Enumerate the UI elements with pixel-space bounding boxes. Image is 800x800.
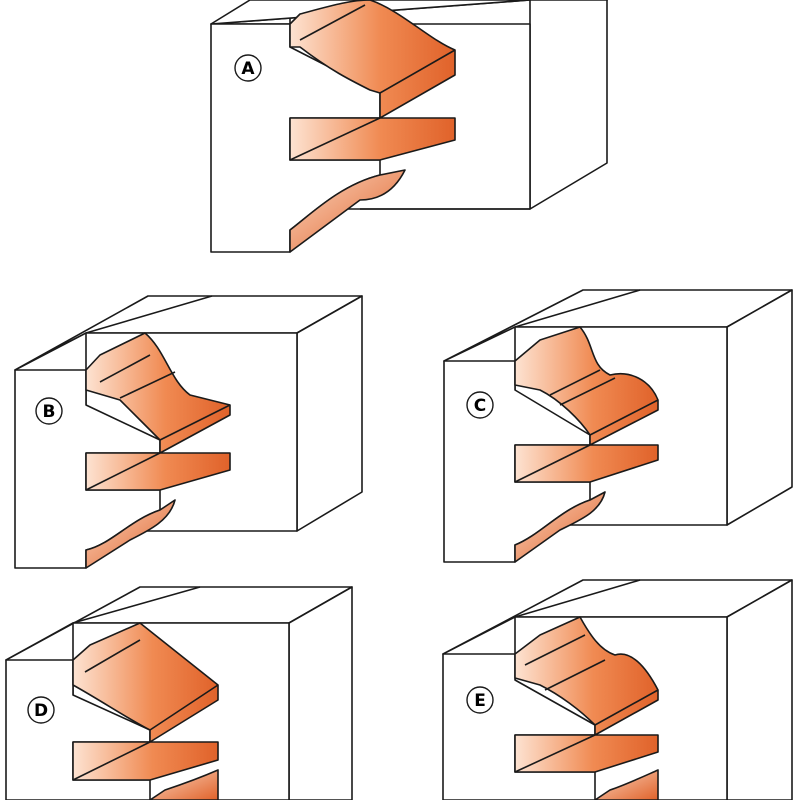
block-b [14,295,363,569]
block-e [442,579,793,800]
block-c-label-circle [466,391,494,419]
block-d-label-circle [27,696,55,724]
block-d [5,586,353,800]
block-e-label-circle [466,686,494,714]
block-c-right-face [726,289,793,526]
block-b-lower-profile [85,499,176,569]
block-c-upper-profile [514,326,659,446]
block-a [210,0,608,253]
block-b-right-face [296,295,363,532]
block-a-lower-profile [289,169,406,253]
block-d-right-face [288,586,353,800]
block-d-label: D [34,701,48,721]
block-c-lower-profile [514,491,606,563]
block-c-label: C [474,396,486,416]
block-d-upper-profile [72,622,219,743]
block-a-upper-profile [289,0,456,119]
block-e-label: E [474,691,486,711]
block-a-label-circle [234,54,262,82]
block-c [443,289,793,563]
block-a-label: A [241,59,255,79]
block-d-lower-profile [149,769,219,800]
block-e-upper-profile [514,616,659,736]
block-b-label: B [43,402,56,422]
block-a-right-face [529,0,608,210]
block-e-lower-profile [594,769,659,800]
block-b-label-circle [35,397,63,425]
block-e-right-face [726,579,793,800]
